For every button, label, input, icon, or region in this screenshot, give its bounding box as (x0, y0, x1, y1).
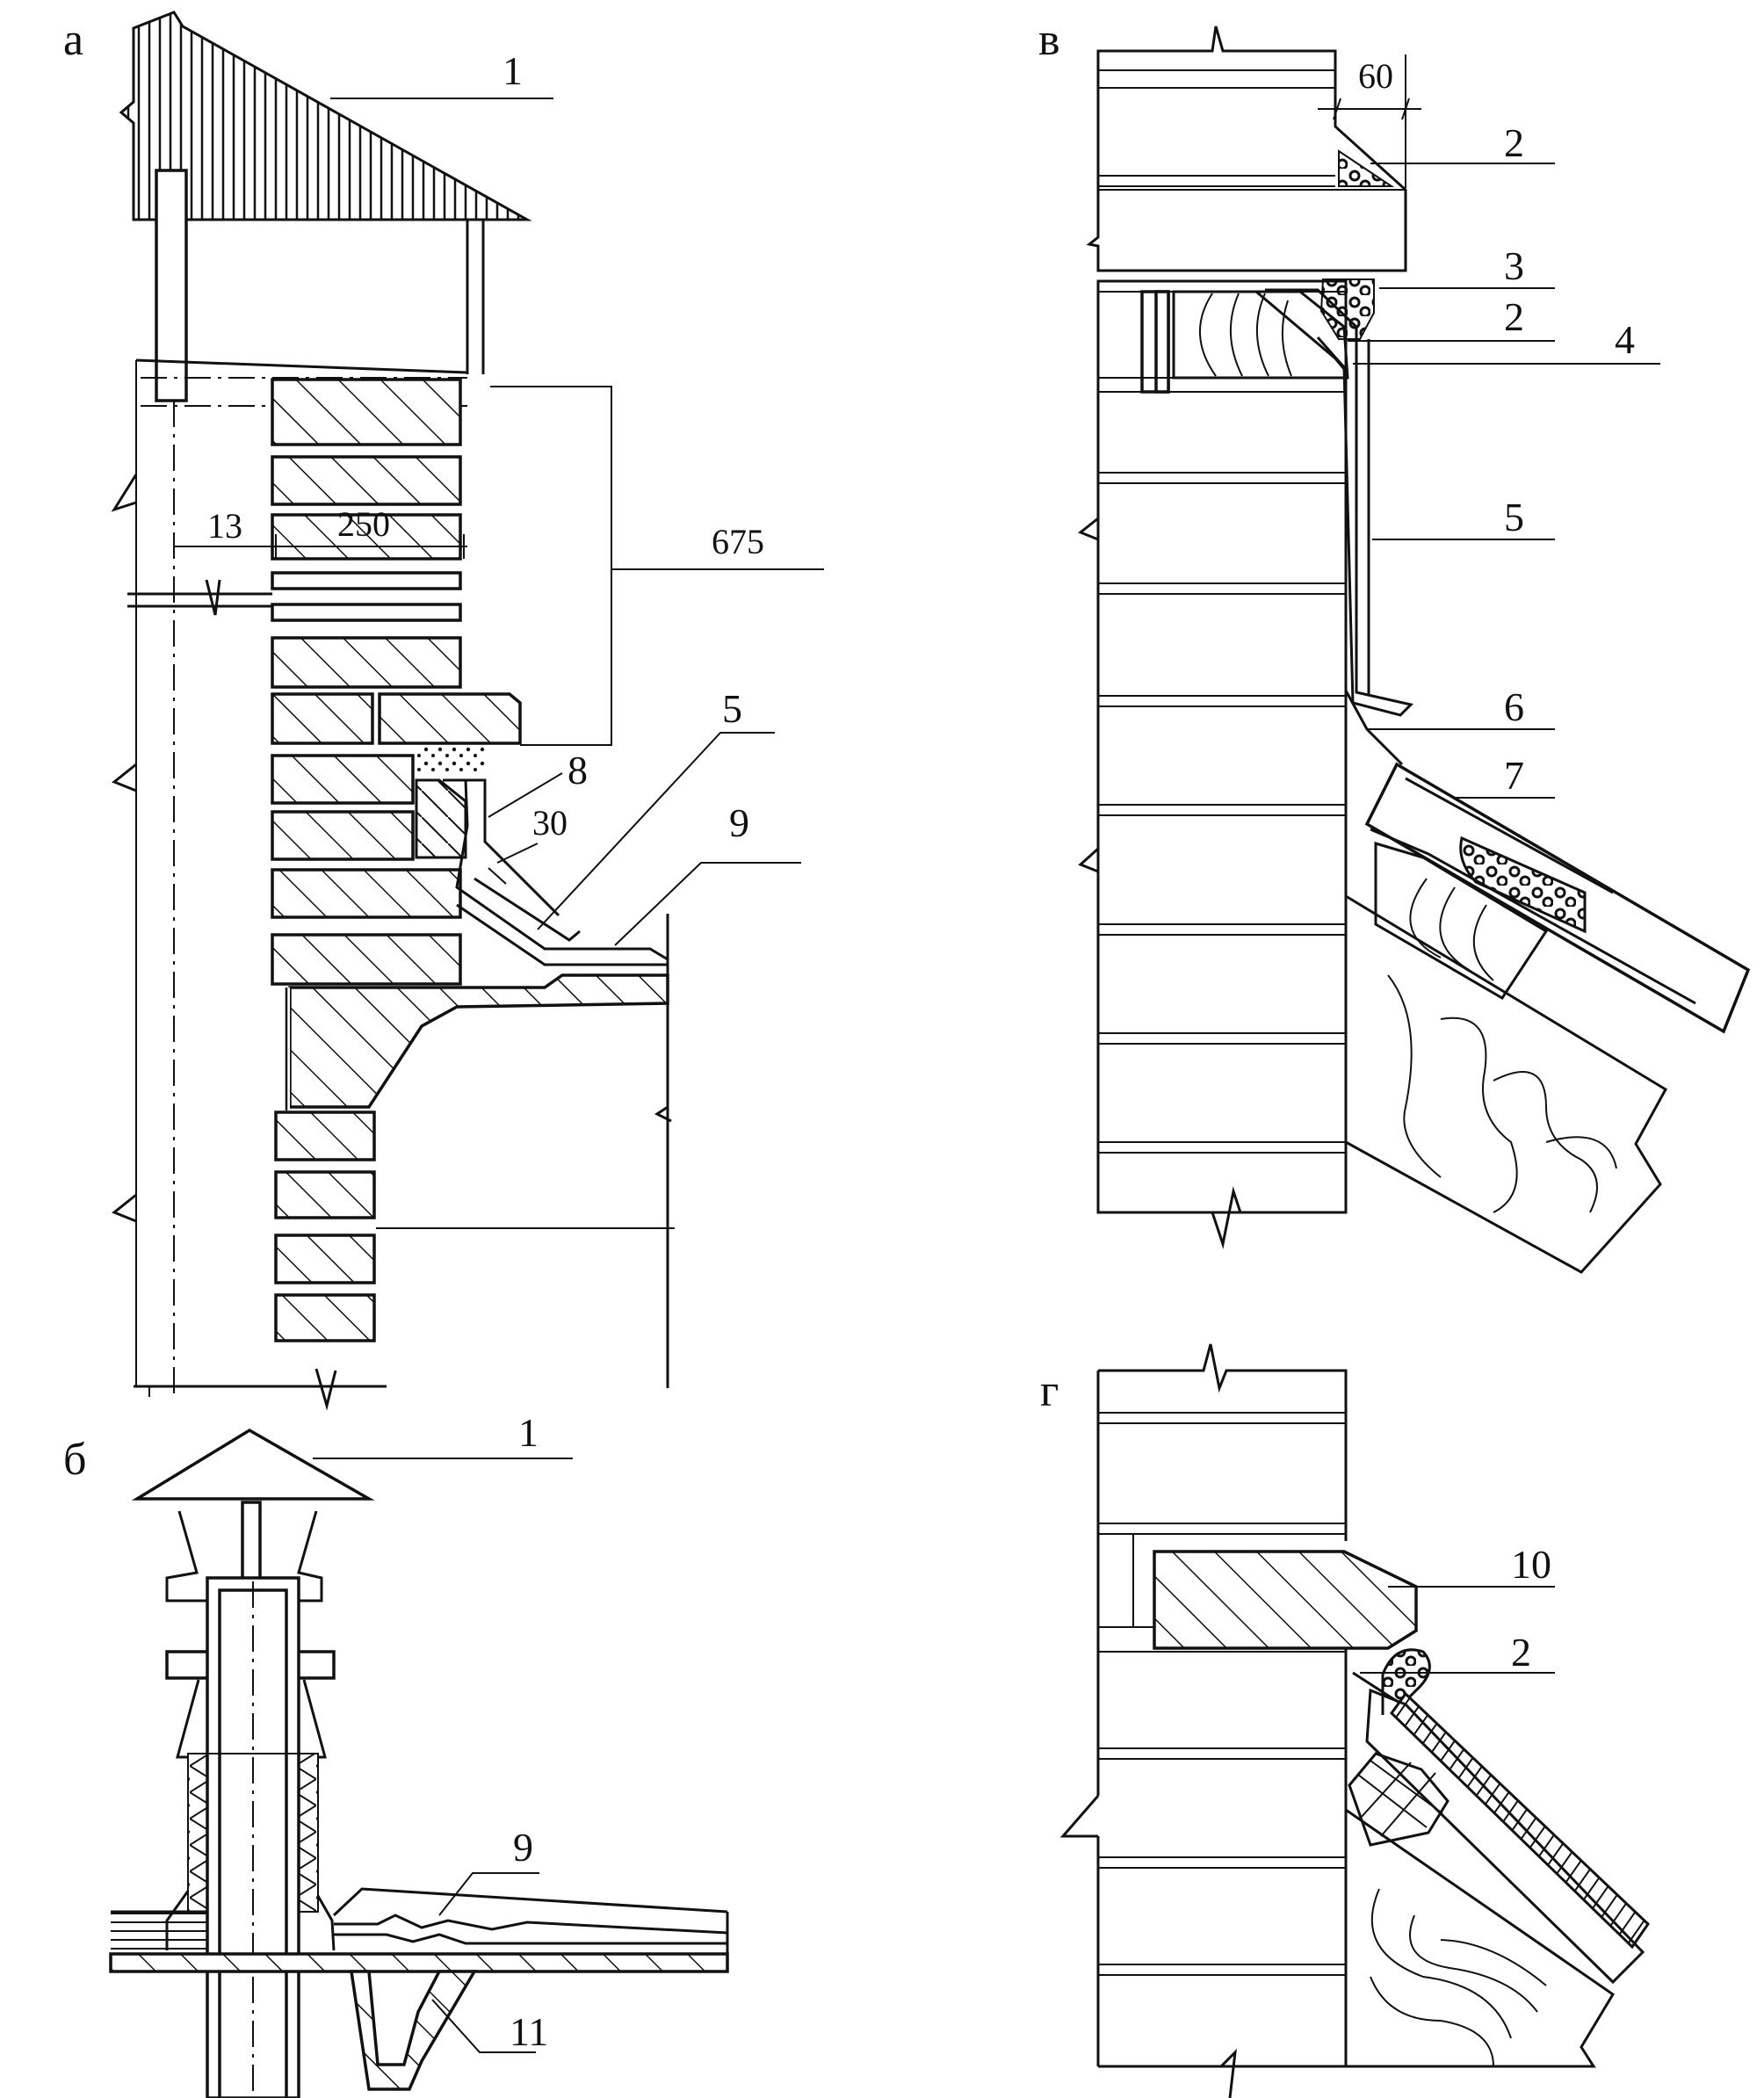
g-label-2: 2 (1511, 1630, 1531, 1675)
b-label-11: 11 (510, 2009, 548, 2054)
a-brick (274, 1170, 376, 1219)
a-slab (288, 973, 669, 1109)
v-label-5: 5 (1504, 495, 1524, 539)
panel-b: б 1 9 11 (63, 1410, 729, 2098)
b-cap-umbrella (131, 1428, 375, 1501)
a-label-8: 8 (568, 748, 588, 792)
a-brick (271, 692, 374, 745)
a-dim-30: 30 (532, 803, 568, 843)
a-dim-13: 13 (207, 506, 242, 546)
panel-a: а 1 (63, 11, 824, 1411)
g-lintel (1153, 1550, 1418, 1650)
a-brick (271, 455, 462, 506)
v-label-4: 4 (1615, 317, 1635, 362)
v-label-2-top: 2 (1504, 120, 1524, 165)
v-label-2-mid: 2 (1504, 294, 1524, 339)
a-sealant (416, 745, 487, 771)
a-brick (274, 1110, 376, 1161)
a-brick (271, 571, 462, 590)
a-dim-675: 675 (712, 522, 764, 561)
a-brick-cantilever (378, 692, 522, 745)
a-brick (271, 810, 415, 861)
b-rib (349, 1970, 478, 2091)
panel-a-letter: а (63, 15, 83, 65)
panel-g-letter: г (1040, 1366, 1059, 1416)
g-label-10: 10 (1511, 1542, 1551, 1587)
b-insulation-left (187, 1753, 208, 1913)
a-label-1: 1 (502, 48, 523, 93)
a-label-9: 9 (729, 800, 749, 845)
a-brick (271, 636, 462, 689)
v-sealant-top (1338, 149, 1395, 187)
a-brick (271, 378, 462, 446)
a-cap-roof (119, 11, 532, 221)
v-label-3: 3 (1504, 243, 1524, 288)
v-dim-60: 60 (1358, 56, 1393, 96)
a-brick (271, 868, 462, 919)
a-brick (274, 1293, 376, 1342)
g-batten (1348, 1752, 1450, 1847)
panel-g: г 10 2 (1040, 1343, 1650, 2098)
a-dim-250: 250 (337, 504, 390, 544)
g-sealant-2 (1381, 1648, 1431, 1706)
panel-v-letter: в (1038, 15, 1060, 65)
b-insulation-right (298, 1753, 319, 1913)
panel-v: в 60 2 3 2 4 5 6 7 (1038, 15, 1751, 1274)
v-sealant-3 (1319, 279, 1375, 340)
a-brick (271, 513, 462, 561)
a-cap-post-left (155, 169, 188, 402)
a-brick (271, 754, 415, 805)
a-brick (274, 1233, 376, 1284)
a-brick (271, 603, 462, 622)
b-label-9: 9 (513, 1825, 533, 1870)
a-mortar (279, 988, 290, 1110)
b-roof-layers (111, 1912, 207, 1954)
panel-b-letter: б (63, 1435, 86, 1485)
a-label-5: 5 (722, 686, 742, 731)
b-slab (109, 1952, 729, 1973)
a-brick (271, 933, 462, 986)
v-sealant-7 (1459, 836, 1587, 934)
v-label-7: 7 (1504, 753, 1524, 798)
a-wood-insert (415, 778, 467, 859)
v-label-6: 6 (1504, 684, 1524, 729)
b-label-1: 1 (518, 1410, 539, 1455)
